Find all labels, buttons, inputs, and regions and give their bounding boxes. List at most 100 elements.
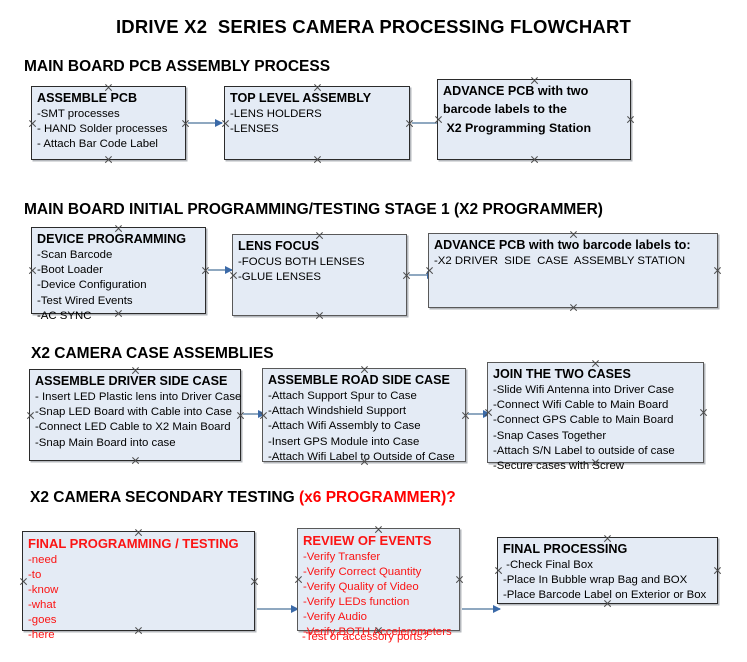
anchor-handle-bottom bbox=[569, 303, 578, 312]
node-review-of-events[interactable]: REVIEW OF EVENTS -Verify Transfer -Verif… bbox=[294, 528, 460, 638]
page-title: IDRIVE X2 SERIES CAMERA PROCESSING FLOWC… bbox=[115, 16, 632, 37]
node-title: ASSEMBLE ROAD SIDE CASE bbox=[268, 373, 450, 387]
node-line: -SMT processes bbox=[37, 108, 120, 121]
node-line: -Scan Barcode bbox=[37, 249, 113, 262]
node-line: -Secure cases with Screw bbox=[493, 459, 625, 472]
anchor-handle-right bbox=[461, 411, 470, 420]
node-review-of-events-overflow-line: -Test of accessory ports? bbox=[302, 631, 429, 643]
node-line: -Verify LEDs function bbox=[303, 596, 410, 609]
anchor-handle-bottom bbox=[131, 456, 140, 465]
node-assemble-road-side-case[interactable]: ASSEMBLE ROAD SIDE CASE -Attach Support … bbox=[262, 368, 466, 463]
node-line: -GLUE LENSES bbox=[238, 271, 321, 284]
connector-arrow-2a bbox=[208, 265, 233, 274]
node-line: -know bbox=[28, 583, 59, 596]
node-line: -Boot Loader bbox=[37, 264, 103, 277]
node-line: -Snap LED Board with Cable into Case bbox=[35, 406, 232, 419]
section-heading-3: X2 CAMERA CASE ASSEMBLIES bbox=[31, 345, 274, 362]
node-line: -Verify Transfer bbox=[303, 550, 381, 563]
node-line: - Attach Bar Code Label bbox=[37, 138, 158, 151]
node-advance-pcb-programming-station[interactable]: ADVANCE PCB with two barcode labels to t… bbox=[437, 79, 631, 160]
node-line: -to bbox=[28, 568, 42, 581]
node-line: -Insert GPS Module into Case bbox=[268, 435, 420, 448]
node-line: -goes bbox=[28, 614, 57, 627]
node-title: ADVANCE PCB with two barcode labels to: bbox=[434, 238, 691, 252]
node-line: -Slide Wifi Antenna into Driver Case bbox=[493, 384, 675, 397]
anchor-handle-right bbox=[713, 566, 722, 575]
anchor-handle-left bbox=[494, 566, 503, 575]
node-line: -Place In Bubble wrap Bag and BOX bbox=[503, 574, 688, 587]
section-heading-4-text: X2 CAMERA SECONDARY TESTING bbox=[30, 489, 299, 506]
node-line: -Snap Main Board into case bbox=[35, 436, 176, 449]
section-heading-1: MAIN BOARD PCB ASSEMBLY PROCESS bbox=[24, 58, 331, 75]
node-line: -Verify Quality of Video bbox=[303, 580, 419, 593]
node-title: TOP LEVEL ASSEMBLY bbox=[230, 91, 372, 105]
node-title: ASSEMBLE PCB bbox=[37, 91, 138, 105]
node-line: -Verify BOTH Accelerometers bbox=[303, 626, 452, 639]
node-title: JOIN THE TWO CASES bbox=[493, 367, 631, 381]
anchor-handle-right bbox=[455, 575, 464, 584]
node-title: FINAL PROCESSING bbox=[503, 542, 628, 556]
node-title: LENS FOCUS bbox=[238, 239, 320, 253]
node-line: barcode labels to the bbox=[443, 102, 567, 117]
node-line: -Attach Support Spur to Case bbox=[268, 390, 417, 403]
node-line: -Attach S/N Label to outside of case bbox=[493, 444, 675, 457]
anchor-handle-bottom bbox=[315, 311, 324, 320]
node-line: -X2 DRIVER SIDE CASE ASSEMBLY STATION bbox=[434, 255, 686, 268]
anchor-handle-right bbox=[713, 266, 722, 275]
node-line: X2 Programming Station bbox=[443, 120, 592, 135]
node-final-processing[interactable]: FINAL PROCESSING -Check Final Box -Place… bbox=[497, 537, 718, 604]
node-title: REVIEW OF EVENTS bbox=[303, 533, 432, 548]
node-lens-focus[interactable]: LENS FOCUS -FOCUS BOTH LENSES -GLUE LENS… bbox=[232, 234, 407, 316]
node-assemble-pcb[interactable]: ASSEMBLE PCB -SMT processes - HAND Solde… bbox=[31, 86, 186, 160]
node-line: -Snap Cases Together bbox=[493, 429, 607, 442]
node-line: - HAND Solder processes bbox=[37, 123, 168, 136]
node-title: ADVANCE PCB with two bbox=[443, 84, 589, 98]
node-line: -Attach Wifi Assembly to Case bbox=[268, 420, 421, 433]
node-title: FINAL PROGRAMMING / TESTING bbox=[28, 536, 239, 551]
anchor-handle-right bbox=[626, 115, 635, 124]
connector-arrow-4b bbox=[462, 604, 501, 613]
anchor-handle-bottom bbox=[104, 155, 113, 164]
node-top-level-assembly[interactable]: TOP LEVEL ASSEMBLY -LENS HOLDERS -LENSES bbox=[224, 86, 410, 160]
section-heading-4: X2 CAMERA SECONDARY TESTING (x6 PROGRAMM… bbox=[30, 489, 456, 507]
anchor-handle-left bbox=[26, 411, 35, 420]
node-line: -Verify Correct Quantity bbox=[303, 565, 422, 578]
anchor-handle-left bbox=[19, 577, 28, 586]
node-line: -Verify Audio bbox=[303, 611, 367, 624]
node-line: -Test Wired Events bbox=[37, 294, 133, 307]
node-line: - Insert LED Plastic lens into Driver Ca… bbox=[35, 391, 242, 404]
anchor-handle-left bbox=[28, 119, 37, 128]
node-line: -LENS HOLDERS bbox=[230, 108, 322, 121]
node-line: -AC SYNC bbox=[37, 309, 92, 322]
node-assemble-driver-side-case[interactable]: ASSEMBLE DRIVER SIDE CASE - Insert LED P… bbox=[29, 369, 241, 461]
node-line: -what bbox=[28, 599, 56, 612]
node-final-programming-testing[interactable]: FINAL PROGRAMMING / TESTING -need -to -k… bbox=[19, 531, 255, 641]
node-line: -Connect LED Cable to X2 Main Board bbox=[35, 421, 231, 434]
node-advance-pcb-driver-side-station[interactable]: ADVANCE PCB with two barcode labels to: … bbox=[428, 233, 718, 308]
node-line: -Connect Wifi Cable to Main Board bbox=[493, 399, 669, 412]
node-line: -Device Configuration bbox=[37, 279, 147, 292]
node-line: -Connect GPS Cable to Main Board bbox=[493, 414, 674, 427]
section-heading-2: MAIN BOARD INITIAL PROGRAMMING/TESTING S… bbox=[24, 201, 603, 218]
section-heading-4-accent: (x6 PROGRAMMER)? bbox=[299, 489, 456, 506]
connector-arrow-1a bbox=[188, 118, 223, 127]
anchor-handle-right bbox=[250, 577, 259, 586]
node-line: -here bbox=[28, 629, 55, 642]
node-line: -LENSES bbox=[230, 123, 279, 136]
node-line: -Check Final Box bbox=[503, 559, 593, 572]
node-line: -Attach Windshield Support bbox=[268, 405, 407, 418]
node-device-programming[interactable]: DEVICE PROGRAMMING -Scan Barcode -Boot L… bbox=[31, 227, 206, 322]
anchor-handle-left bbox=[294, 575, 303, 584]
node-line: -Place Barcode Label on Exterior or Box bbox=[503, 589, 707, 602]
anchor-handle-right bbox=[699, 408, 708, 417]
anchor-handle-bottom bbox=[313, 155, 322, 164]
node-line: -FOCUS BOTH LENSES bbox=[238, 256, 365, 269]
anchor-handle-bottom bbox=[530, 155, 539, 164]
node-join-the-two-cases[interactable]: JOIN THE TWO CASES -Slide Wifi Antenna i… bbox=[487, 362, 704, 472]
anchor-handle-right bbox=[236, 411, 245, 420]
node-title: DEVICE PROGRAMMING bbox=[37, 232, 187, 246]
node-line: -Attach Wifi Label to Outside of Case bbox=[268, 450, 455, 463]
connector-arrow-4a bbox=[257, 604, 299, 613]
node-line: -need bbox=[28, 553, 58, 566]
